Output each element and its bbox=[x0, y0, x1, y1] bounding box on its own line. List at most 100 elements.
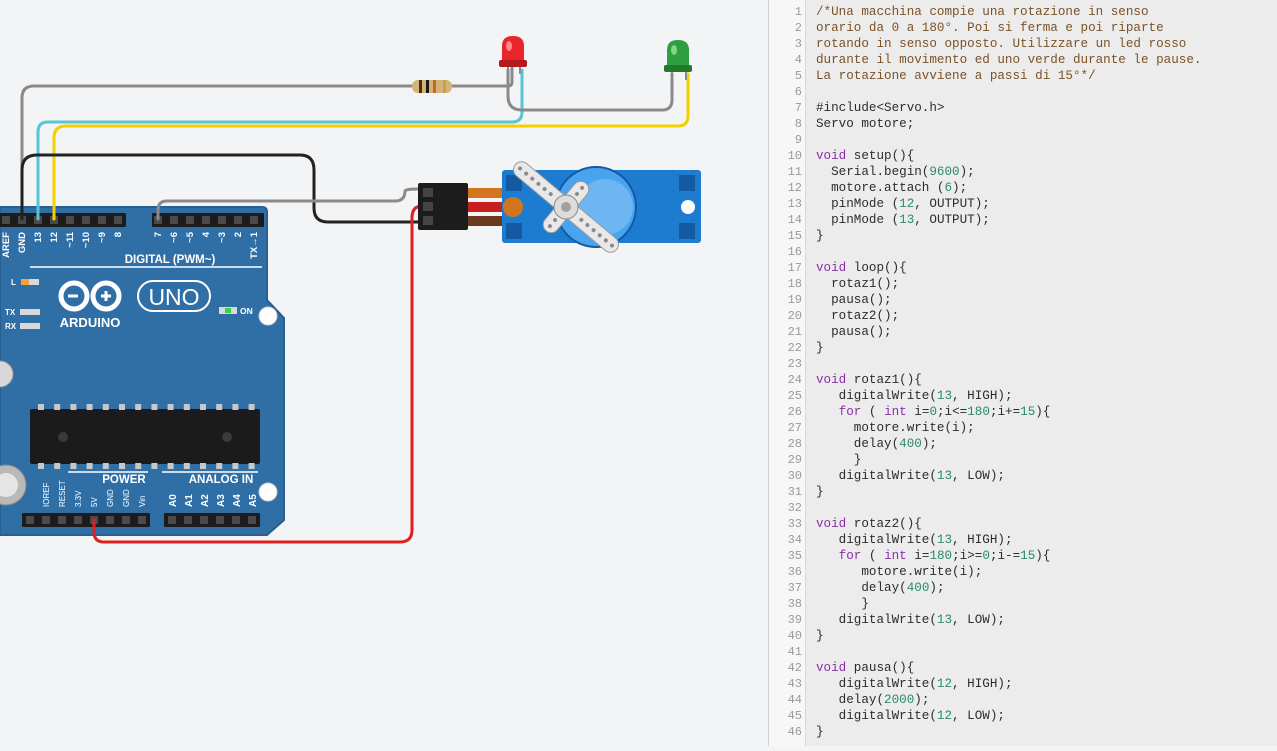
header-pin-hole[interactable] bbox=[250, 216, 258, 224]
header-pin-hole[interactable] bbox=[186, 216, 194, 224]
header-pin-hole[interactable] bbox=[248, 516, 256, 524]
header-pin-hole[interactable] bbox=[218, 216, 226, 224]
wire-6-gray[interactable] bbox=[156, 187, 422, 221]
code-line[interactable]: pausa(); bbox=[816, 293, 892, 307]
code-line[interactable]: for ( int i=180;i>=0;i-=15){ bbox=[838, 549, 1051, 563]
code-line[interactable]: La rotazione avviene a passi di 15°*/ bbox=[816, 69, 1096, 83]
line-number: 19 bbox=[787, 293, 802, 307]
code-line[interactable]: digitalWrite(12, LOW); bbox=[816, 709, 1005, 723]
line-number: 45 bbox=[787, 709, 802, 723]
line-number: 32 bbox=[787, 501, 802, 515]
red-led[interactable] bbox=[499, 36, 527, 74]
wire-led-gnd-gray[interactable] bbox=[506, 68, 674, 112]
code-line[interactable]: } bbox=[816, 229, 824, 243]
wire-resistor-led[interactable] bbox=[450, 66, 514, 88]
code-line[interactable]: digitalWrite(12, HIGH); bbox=[816, 677, 1013, 691]
header-pin-hole[interactable] bbox=[234, 216, 242, 224]
code-line[interactable]: } bbox=[816, 597, 869, 611]
code-line[interactable]: rotaz2(); bbox=[816, 309, 900, 323]
code-line[interactable]: Servo motore; bbox=[816, 117, 915, 131]
tx-led bbox=[20, 309, 40, 315]
code-line[interactable]: pinMode (12, OUTPUT); bbox=[816, 197, 990, 211]
green-led[interactable] bbox=[664, 40, 692, 80]
code-line[interactable]: Serial.begin(9600); bbox=[816, 165, 975, 179]
header-pin-hole[interactable] bbox=[216, 516, 224, 524]
wire-gnd-black[interactable] bbox=[20, 153, 424, 224]
reset-button[interactable] bbox=[0, 360, 14, 388]
code-line[interactable]: void rotaz2(){ bbox=[816, 517, 922, 531]
code-line[interactable]: } bbox=[816, 453, 862, 467]
header-pin-hole[interactable] bbox=[58, 516, 66, 524]
code-line[interactable]: #include<Servo.h> bbox=[816, 101, 945, 115]
resistor[interactable] bbox=[404, 80, 460, 93]
code-line[interactable]: void loop(){ bbox=[816, 261, 907, 275]
header-pin-hole[interactable] bbox=[2, 216, 10, 224]
code-line[interactable]: delay(2000); bbox=[816, 693, 930, 707]
code-line[interactable]: } bbox=[816, 485, 824, 499]
header-pin-hole[interactable] bbox=[168, 516, 176, 524]
code-line[interactable]: pausa(); bbox=[816, 325, 892, 339]
wire-5v-red[interactable] bbox=[92, 204, 424, 544]
code-line[interactable]: motore.attach (6); bbox=[816, 181, 968, 195]
header-pin-hole[interactable] bbox=[98, 216, 106, 224]
code-line[interactable]: } bbox=[816, 725, 824, 739]
top-pin-label: 8 bbox=[113, 232, 124, 237]
code-line[interactable]: for ( int i=0;i<=180;i+=15){ bbox=[838, 405, 1051, 419]
code-line[interactable]: /*Una macchina compie una rotazione in s… bbox=[816, 5, 1149, 19]
top-pin-label: ~9 bbox=[97, 232, 108, 243]
header-pin-hole[interactable] bbox=[170, 216, 178, 224]
code-line[interactable]: void setup(){ bbox=[816, 149, 915, 163]
code-line[interactable]: } bbox=[816, 629, 824, 643]
header-pin-hole[interactable] bbox=[138, 516, 146, 524]
analog-pin-label: A4 bbox=[232, 494, 243, 507]
code-line[interactable]: delay(400); bbox=[816, 581, 945, 595]
top-pin-label: 2 bbox=[233, 232, 244, 237]
panel-divider[interactable] bbox=[768, 0, 769, 746]
code-line[interactable]: pinMode (13, OUTPUT); bbox=[816, 213, 990, 227]
header-pin-hole[interactable] bbox=[232, 516, 240, 524]
code-line[interactable]: digitalWrite(13, HIGH); bbox=[816, 389, 1013, 403]
code-line[interactable]: motore.write(i); bbox=[816, 565, 983, 579]
header-pin-hole[interactable] bbox=[26, 516, 34, 524]
microcontroller-chip bbox=[30, 409, 260, 464]
line-number: 9 bbox=[794, 133, 802, 147]
line-number: 14 bbox=[787, 213, 802, 227]
header-pin-hole[interactable] bbox=[66, 216, 74, 224]
line-number: 4 bbox=[794, 53, 802, 67]
code-line[interactable]: } bbox=[816, 341, 824, 355]
top-pin-label: 12 bbox=[49, 232, 60, 243]
header-pin-hole[interactable] bbox=[114, 216, 122, 224]
header-pin-hole[interactable] bbox=[106, 516, 114, 524]
wire-13-cyan[interactable] bbox=[36, 68, 524, 221]
code-line[interactable]: rotaz1(); bbox=[816, 277, 900, 291]
code-line[interactable]: durante il movimento ed uno verde durant… bbox=[816, 53, 1202, 67]
code-line[interactable]: rotando in senso opposto. Utilizzare un … bbox=[816, 37, 1187, 51]
header-pin-hole[interactable] bbox=[184, 516, 192, 524]
code-line[interactable]: motore.write(i); bbox=[816, 421, 975, 435]
power-pin-label: Vin bbox=[138, 496, 147, 507]
line-number: 21 bbox=[787, 325, 802, 339]
wire-12-yellow[interactable] bbox=[52, 72, 690, 221]
servo-motor[interactable] bbox=[418, 141, 701, 273]
header-pin-hole[interactable] bbox=[122, 516, 130, 524]
header-pin-hole[interactable] bbox=[202, 216, 210, 224]
code-line[interactable]: digitalWrite(13, LOW); bbox=[816, 613, 1005, 627]
code-line[interactable]: digitalWrite(13, HIGH); bbox=[816, 533, 1013, 547]
code-line[interactable]: delay(400); bbox=[816, 437, 937, 451]
code-line[interactable]: void pausa(){ bbox=[816, 661, 915, 675]
line-number: 43 bbox=[787, 677, 802, 691]
line-number: 26 bbox=[787, 405, 802, 419]
wires bbox=[20, 66, 690, 544]
wire-gnd-gray[interactable] bbox=[20, 84, 414, 221]
code-line[interactable]: orario da 0 a 180°. Poi si ferma e poi r… bbox=[816, 21, 1164, 35]
line-number: 2 bbox=[794, 21, 802, 35]
header-pin-hole[interactable] bbox=[200, 516, 208, 524]
code-line[interactable]: void rotaz1(){ bbox=[816, 373, 922, 387]
code-line[interactable]: digitalWrite(13, LOW); bbox=[816, 469, 1005, 483]
header-pin-hole[interactable] bbox=[82, 216, 90, 224]
header-pin-hole[interactable] bbox=[74, 516, 82, 524]
header-pin-hole[interactable] bbox=[42, 516, 50, 524]
